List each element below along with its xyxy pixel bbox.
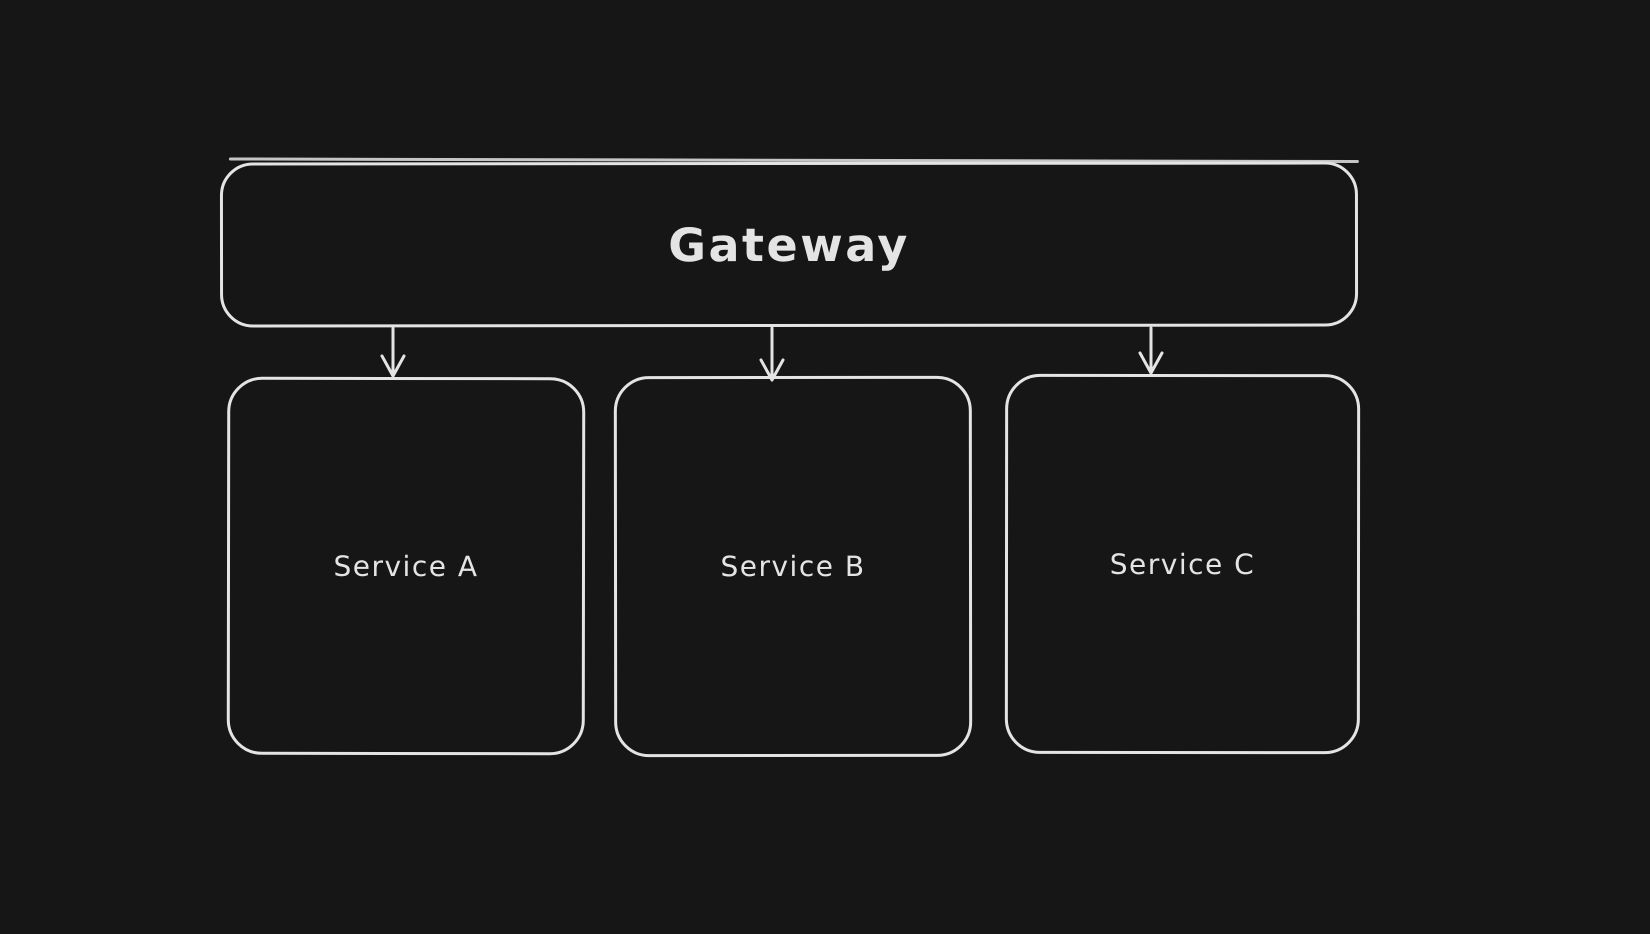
service-b-label: Service B	[720, 549, 866, 584]
service-a-node[interactable]: Service A	[226, 376, 586, 756]
arrow-gateway-to-service-b[interactable]	[759, 326, 785, 382]
arrow-gateway-to-service-a[interactable]	[380, 326, 406, 378]
service-c-label: Service C	[1109, 547, 1256, 581]
service-b-node[interactable]: Service B	[613, 375, 973, 758]
service-a-label: Service A	[333, 549, 479, 583]
gateway-label: Gateway	[668, 217, 910, 272]
arrow-gateway-to-service-c[interactable]	[1138, 326, 1164, 375]
sketch-overstroke	[228, 157, 1359, 164]
gateway-node[interactable]: Gateway	[219, 157, 1359, 328]
service-c-node[interactable]: Service C	[1004, 373, 1361, 755]
